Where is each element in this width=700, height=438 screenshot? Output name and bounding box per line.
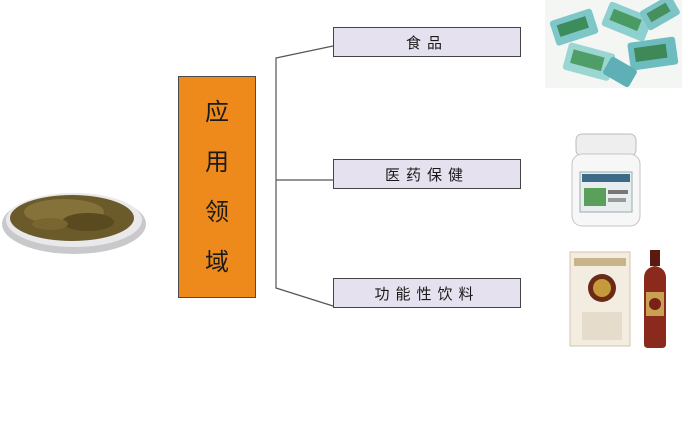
center-char: 域 [205, 248, 229, 276]
center-char: 应 [205, 98, 229, 126]
powder-bowl-image [2, 193, 146, 254]
branch-medicine-health: 医药保健 [333, 159, 521, 189]
application-field-box: 应 用 领 域 [178, 76, 256, 298]
branch-food: 食品 [333, 27, 521, 57]
center-char: 领 [205, 198, 229, 226]
supplement-bottle-image [571, 133, 641, 227]
branch-functional-drink: 功能性饮料 [333, 278, 521, 308]
tonic-box-bottle-image [569, 250, 666, 348]
center-char: 用 [205, 148, 229, 176]
candy-packets-image [545, 0, 682, 88]
